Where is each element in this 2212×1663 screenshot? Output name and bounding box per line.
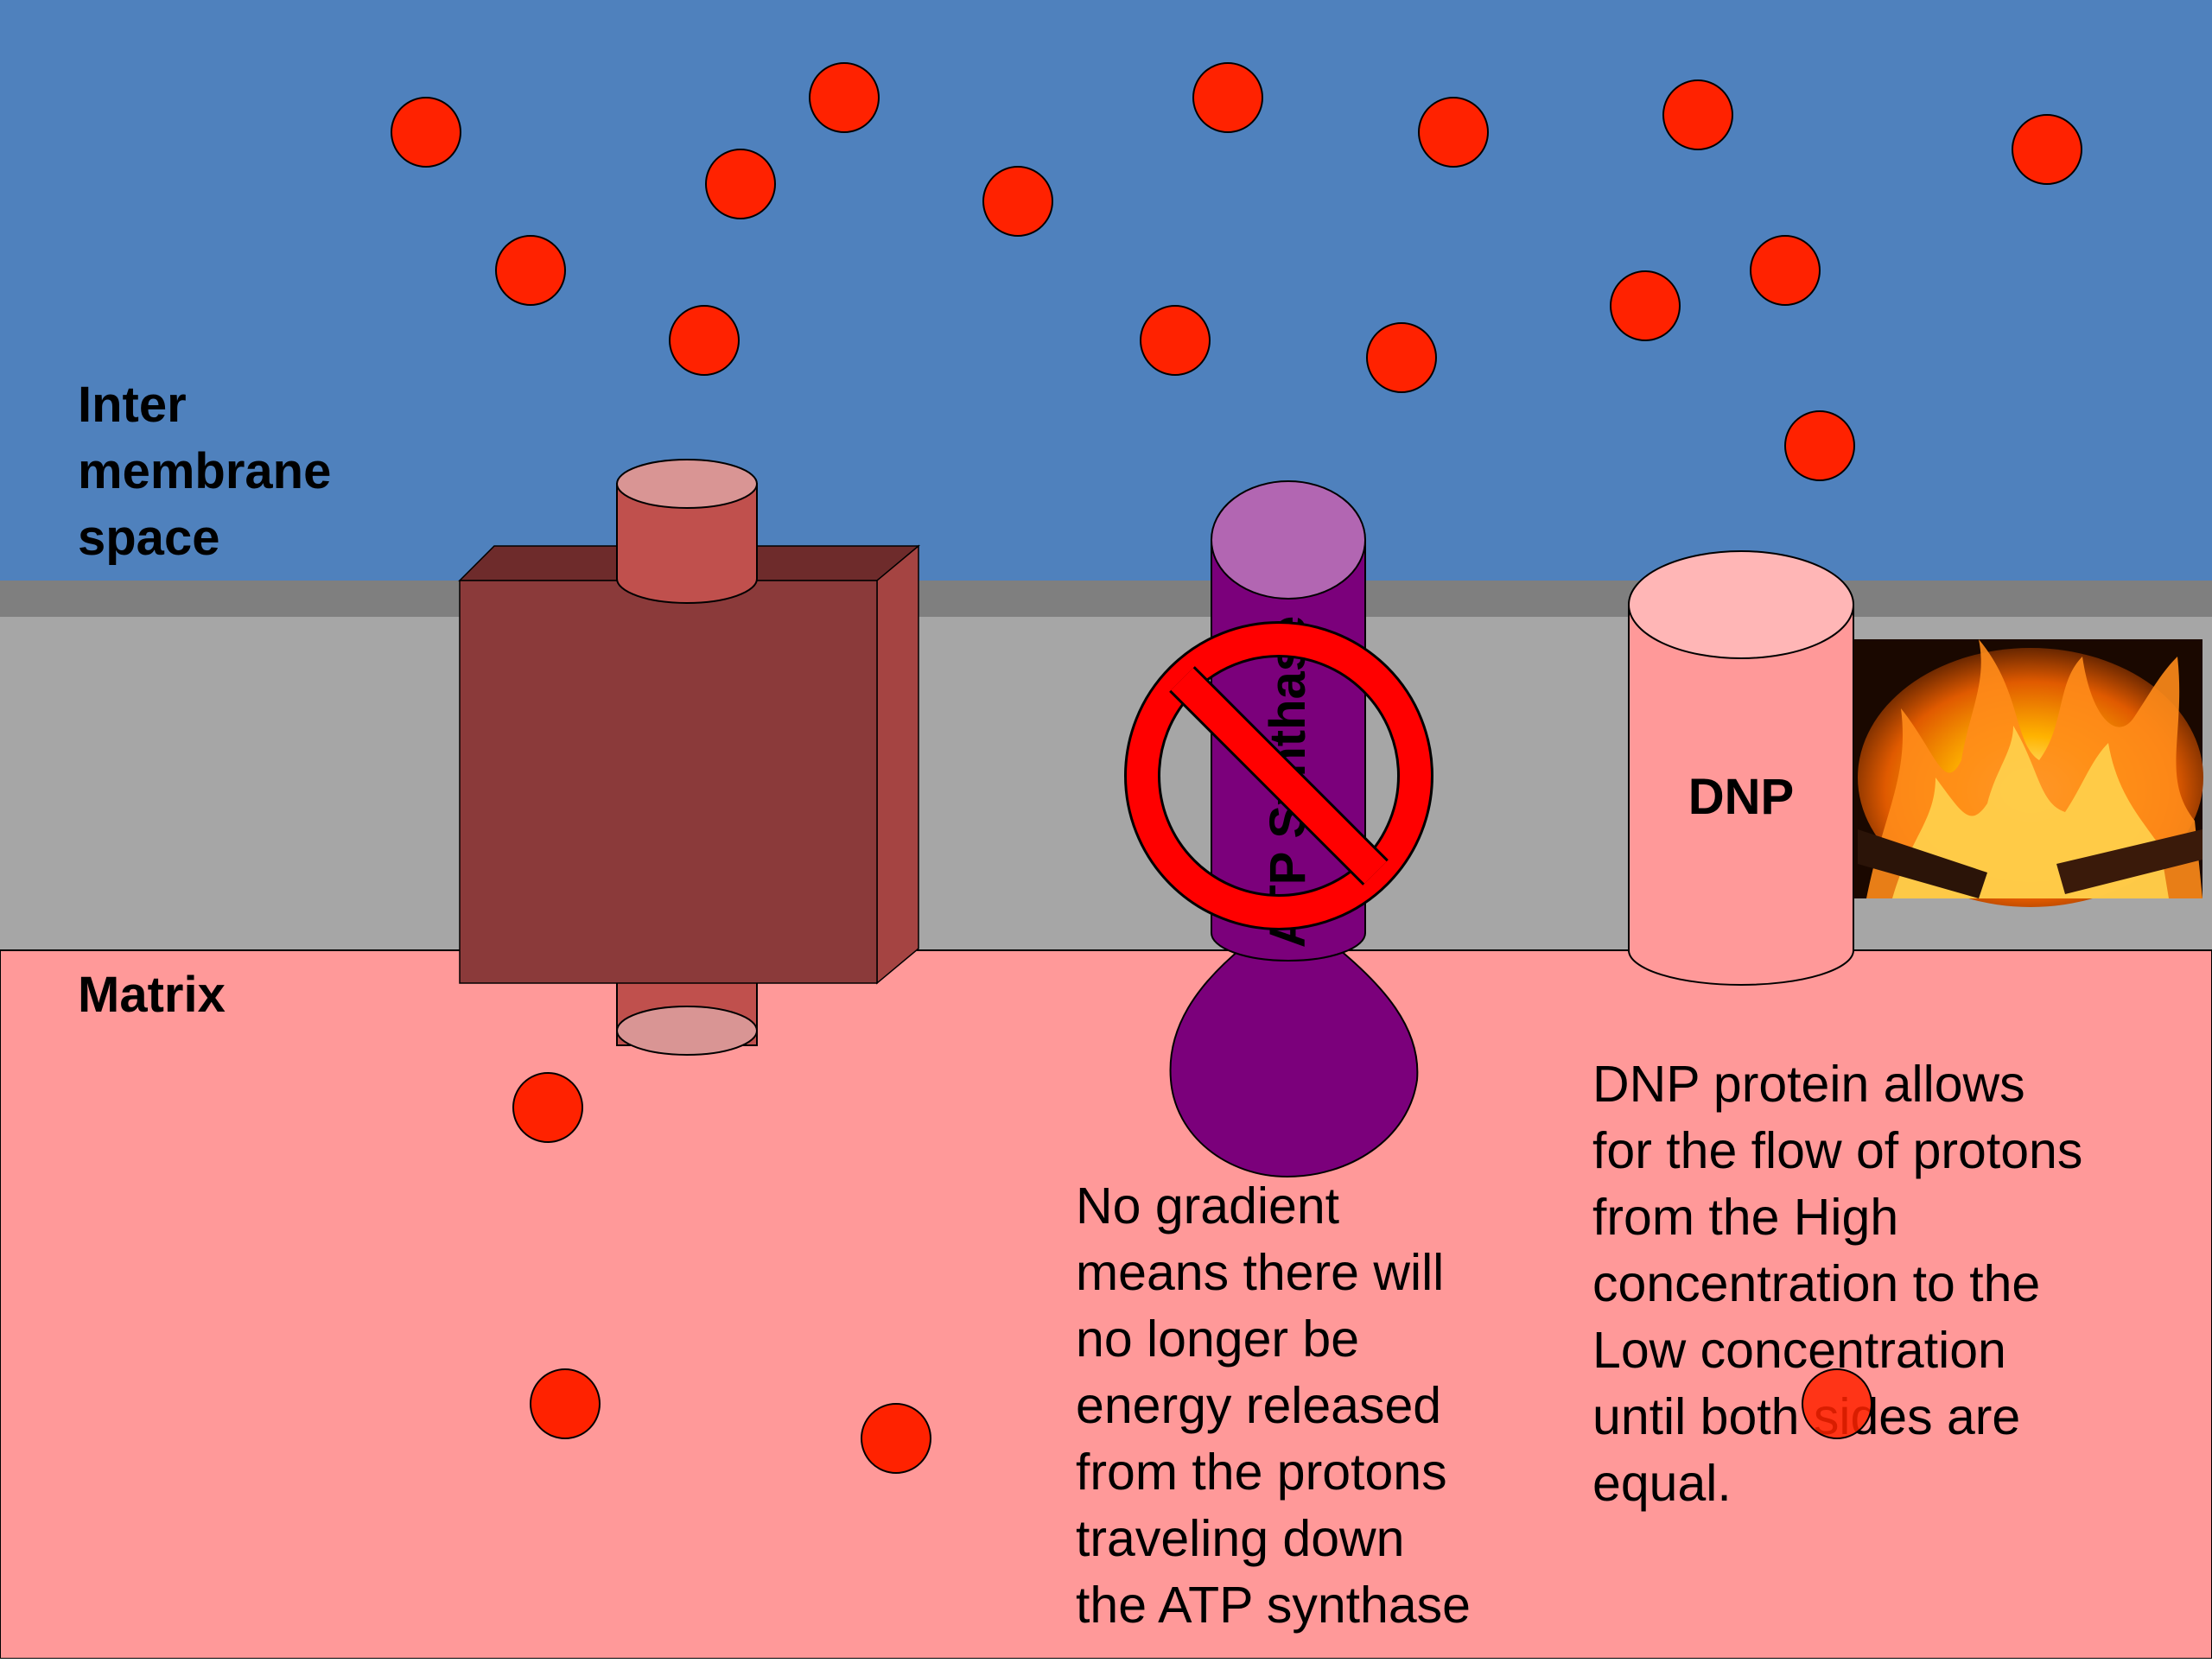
- proton: [391, 97, 461, 168]
- proton: [705, 149, 776, 219]
- membrane-top-edge: [0, 581, 2212, 617]
- proton: [982, 166, 1053, 237]
- proton: [1140, 305, 1211, 376]
- proton: [1662, 79, 1733, 150]
- proton: [861, 1403, 931, 1474]
- proton: [495, 235, 566, 306]
- dnp-label: DNP: [1688, 769, 1794, 825]
- no-gradient-caption: No gradient means there will no longer b…: [1076, 1177, 1471, 1634]
- proton: [1418, 97, 1489, 168]
- proton: [2012, 114, 2082, 185]
- matrix-label: Matrix: [78, 967, 226, 1023]
- proton: [1192, 62, 1263, 133]
- fire-image: [1853, 639, 2203, 907]
- dnp-explanation-caption: DNP protein allows for the flow of proto…: [1592, 1056, 2083, 1512]
- proton: [1610, 270, 1681, 341]
- proton: [1784, 410, 1855, 481]
- protons-intermembrane-space: [391, 62, 2082, 481]
- intermembrane-space-region: [0, 0, 2212, 583]
- transport-protein: [458, 459, 921, 1056]
- dnp-channel: DNP: [1628, 550, 1854, 986]
- proton: [809, 62, 880, 133]
- prohibition-sign-icon: [1124, 621, 1433, 930]
- proton: [1366, 322, 1437, 393]
- proton: [512, 1072, 583, 1143]
- intermembrane-space-label: Inter membrane space: [78, 377, 332, 566]
- proton: [530, 1368, 601, 1439]
- proton: [1750, 235, 1821, 306]
- protons-matrix: [512, 1072, 931, 1474]
- proton: [669, 305, 740, 376]
